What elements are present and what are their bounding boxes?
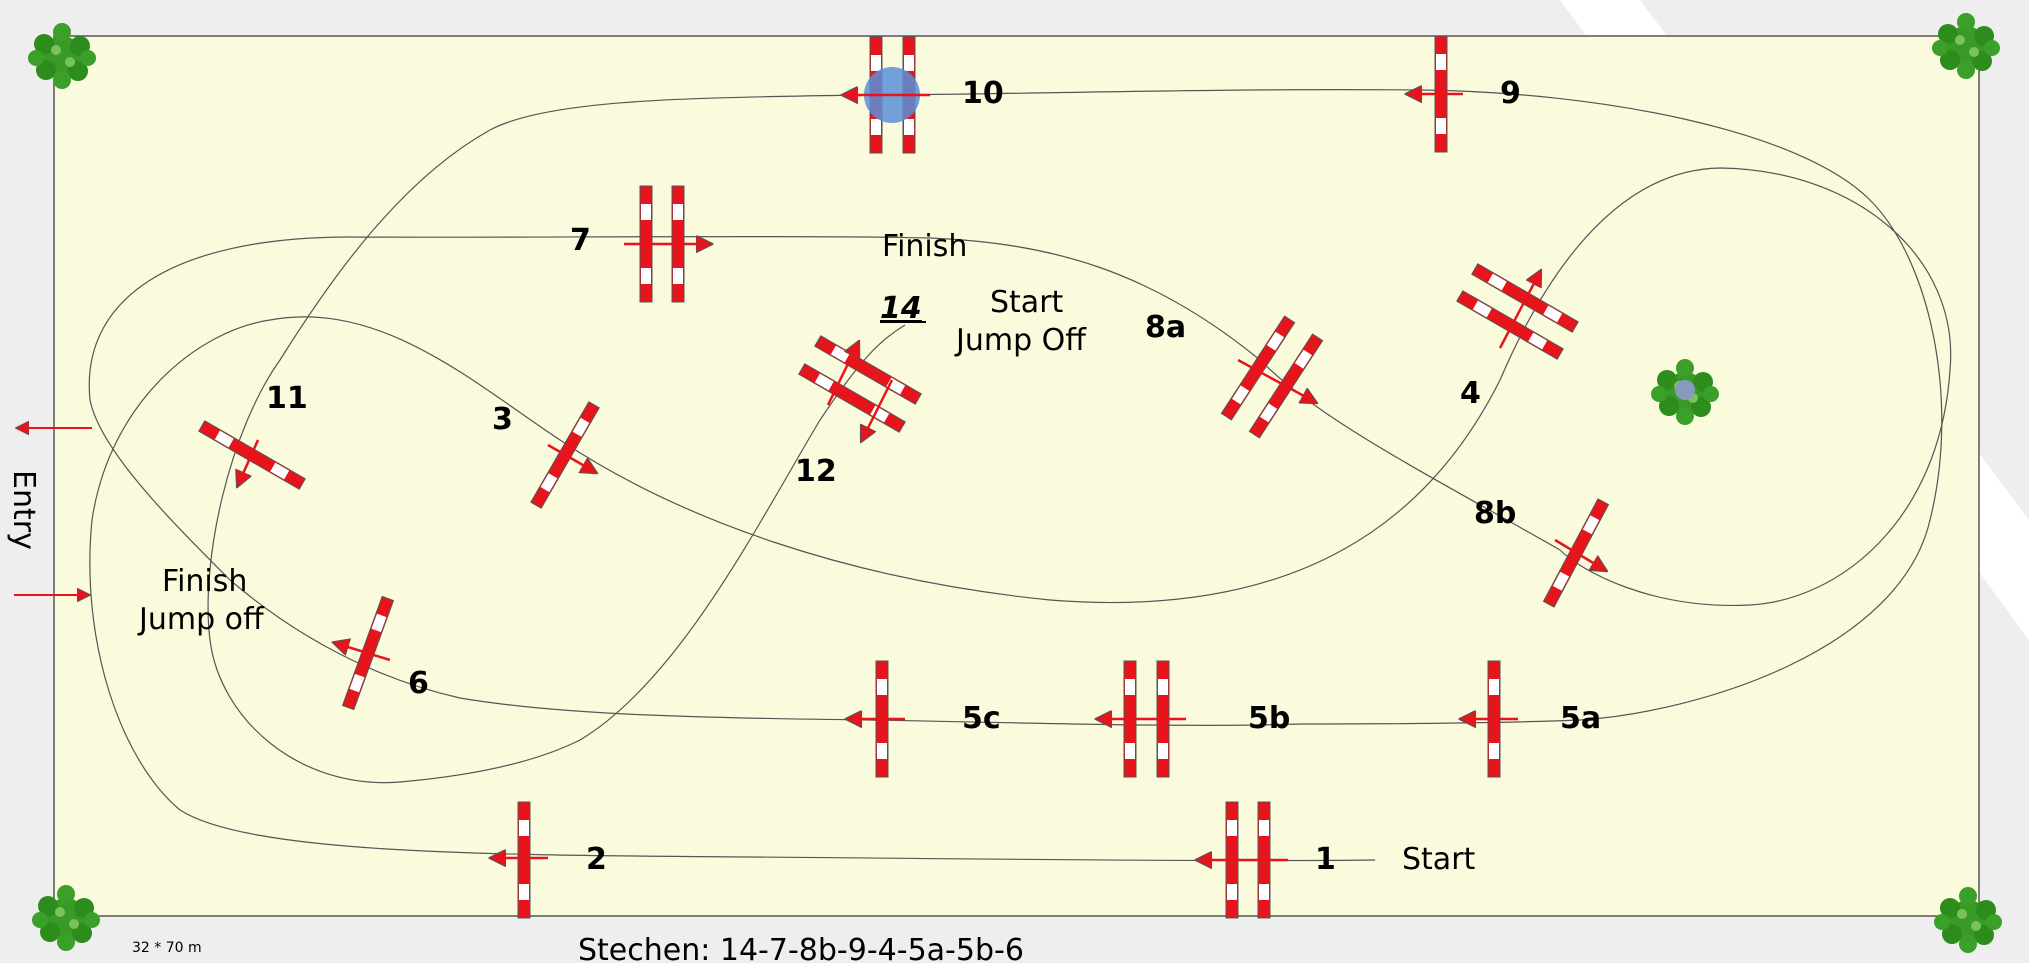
obstacle-5b: [1098, 660, 1186, 778]
obstacle-number-10: 10: [962, 76, 1004, 111]
obstacle-number-5b: 5b: [1248, 701, 1290, 736]
jump-off-sequence: Stechen: 14-7-8b-9-4-5a-5b-6: [578, 933, 1024, 963]
obstacle-12-14: [798, 335, 922, 440]
obstacle-number-5c: 5c: [962, 701, 1001, 736]
obstacle-7: [624, 185, 710, 303]
arena-size-label: 32 * 70 m: [132, 940, 202, 956]
obstacle-8a: [1220, 315, 1324, 439]
obstacle-3-arrow: [547, 443, 595, 472]
obstacle-11-arrow: [238, 439, 260, 485]
obstacle-number-7: 7: [570, 223, 591, 258]
finish-jump-off-label-line1: Finish: [162, 564, 247, 599]
finish-jump-off-label-line2: Jump off: [137, 602, 265, 637]
obstacle-number-5a: 5a: [1560, 701, 1601, 736]
start-label: Start: [1402, 842, 1476, 877]
obstacle-10: [844, 36, 930, 154]
obstacle-number-14: 14: [880, 291, 922, 326]
obstacle-number-12: 12: [795, 454, 837, 489]
finish-label: Finish: [882, 229, 967, 264]
obstacle-9: [1408, 35, 1463, 153]
obstacle-8b-arrow: [1554, 538, 1605, 570]
obstacle-number-11: 11: [266, 381, 308, 416]
obstacle-number-6: 6: [408, 666, 429, 701]
start-jump-off-label-line2: Jump Off: [954, 323, 1087, 358]
obstacle-5c: [848, 660, 905, 778]
obstacle-2: [492, 801, 548, 919]
obstacle-6-arrow: [335, 643, 391, 662]
course-track: [88, 89, 1952, 862]
obstacle-1: [1198, 801, 1288, 919]
obstacle-5a: [1462, 660, 1518, 778]
obstacle-number-8b: 8b: [1474, 496, 1516, 531]
obstacle-number-8a: 8a: [1145, 310, 1186, 345]
arena: [53, 35, 1980, 917]
obstacle-number-9: 9: [1500, 76, 1521, 111]
entry-label: Entry: [6, 470, 41, 550]
obstacle-number-2: 2: [586, 842, 607, 877]
obstacle-number-3: 3: [492, 402, 513, 437]
center-bush-icon: [1651, 359, 1719, 425]
start-jump-off-label-line1: Start: [990, 285, 1064, 320]
obstacle-4: [1456, 263, 1579, 360]
obstacle-number-4: 4: [1460, 376, 1481, 411]
obstacle-number-1: 1: [1315, 842, 1336, 877]
